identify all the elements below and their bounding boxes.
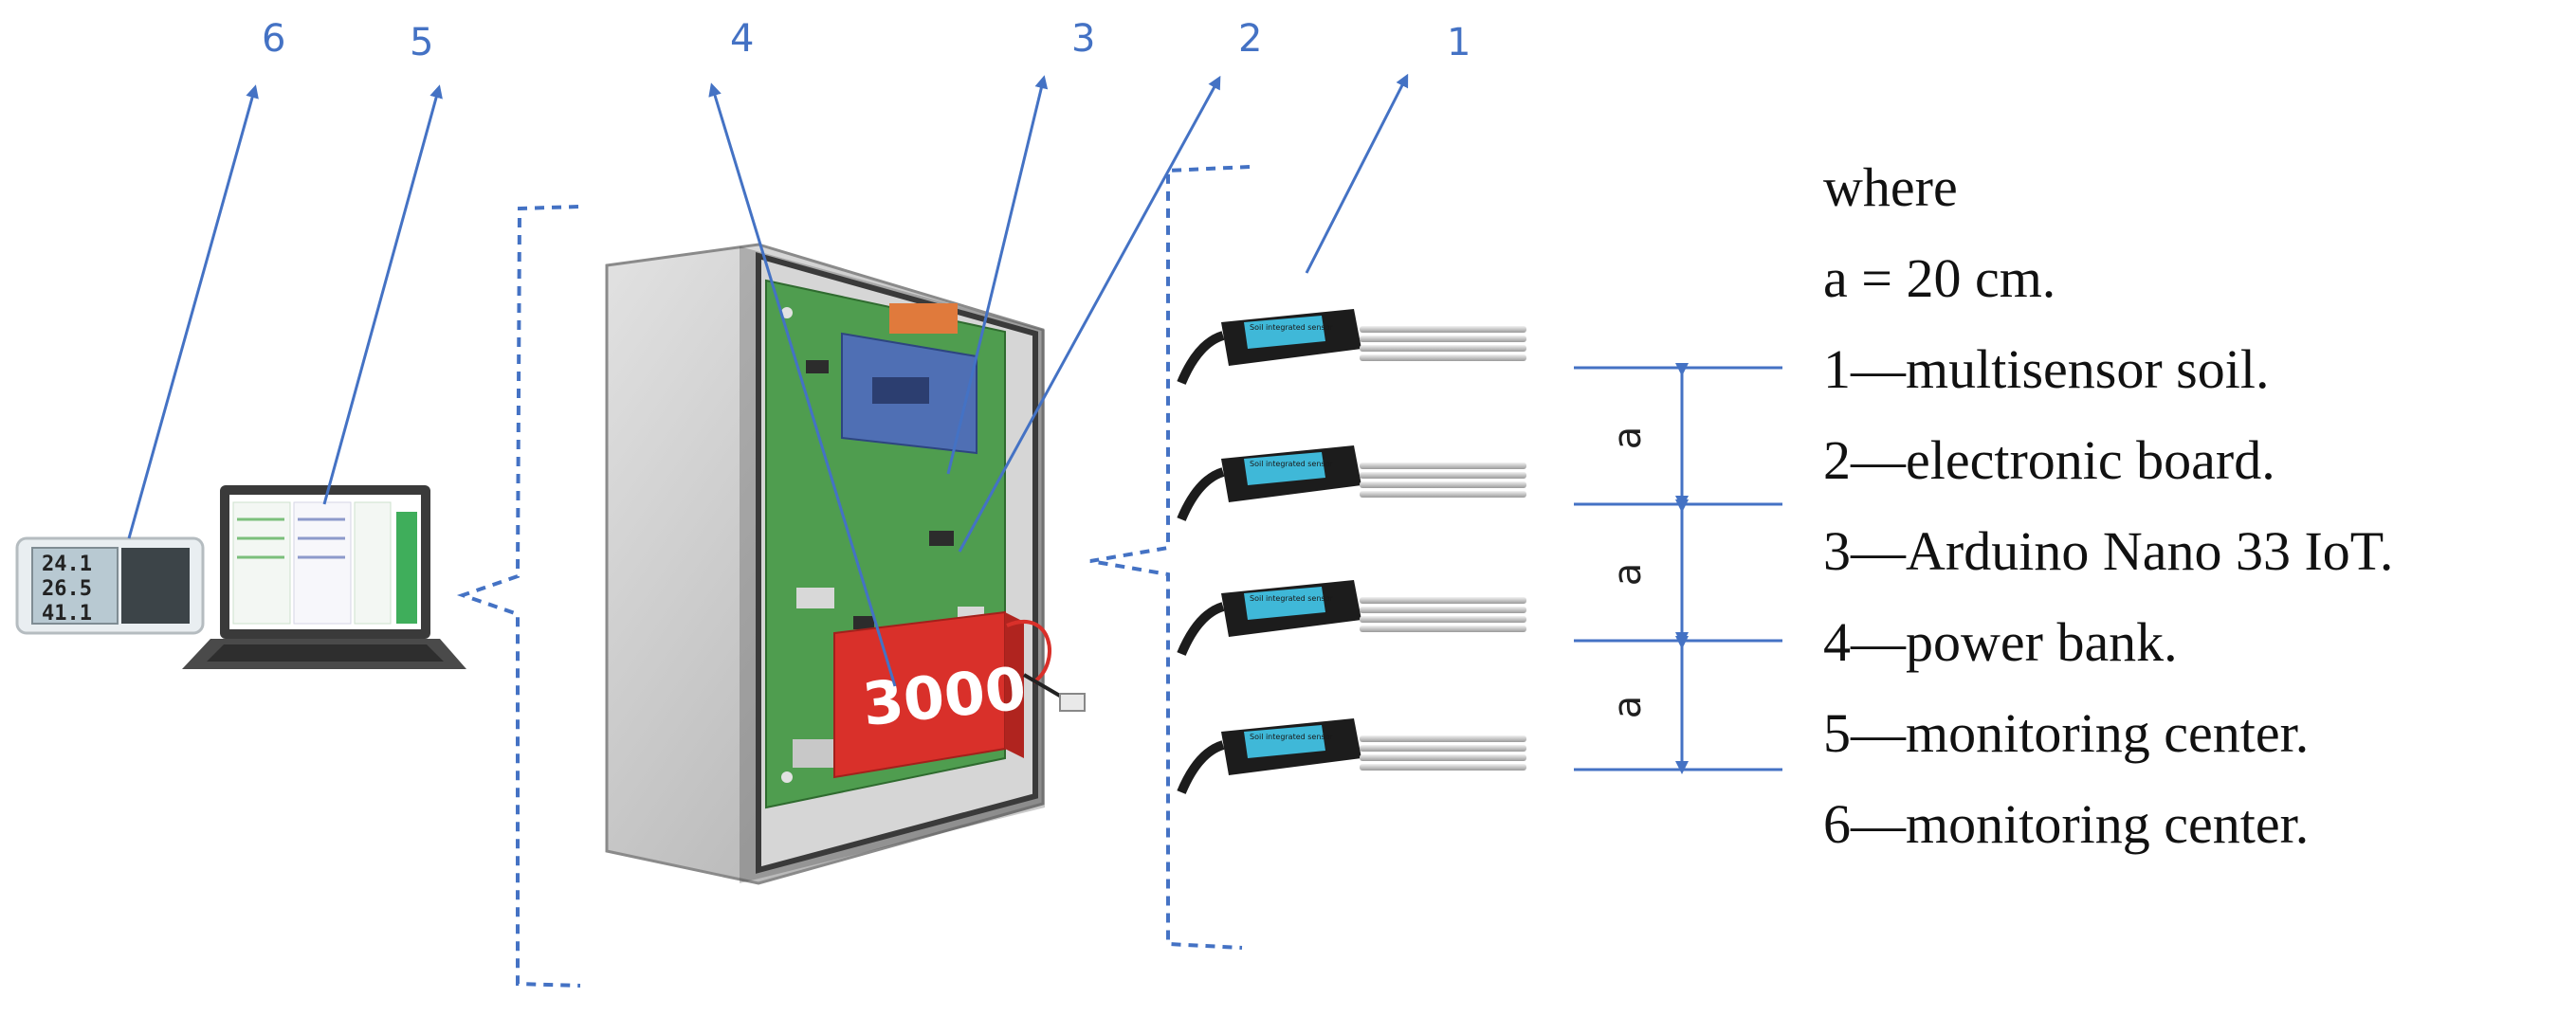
callout-6: 6 (262, 17, 285, 61)
dimension-lines: a a a (1574, 363, 1782, 774)
sensor-title-4: Soil integrated sensor (1250, 733, 1333, 741)
readout-1: 24.1 (42, 553, 92, 576)
readout-2: 26.5 (42, 577, 92, 601)
callout-5: 5 (410, 21, 433, 64)
callout-4: 4 (730, 17, 754, 61)
dimension-label-3: a (1606, 696, 1650, 719)
legend-heading: where (1823, 156, 1958, 218)
legend: where a = 20 cm. 1—multisensor soil. 2—e… (1823, 142, 2563, 870)
sensor-title-1: Soil integrated sensor (1250, 323, 1333, 332)
dimension-label-2: a (1606, 563, 1650, 587)
multisensor-soil-1: Soil integrated sensor (1177, 309, 1526, 385)
legend-item-5: 5—monitoring center. (1823, 702, 2310, 764)
multisensor-soil-3: Soil integrated sensor (1177, 580, 1526, 656)
callout-3: 3 (1071, 17, 1095, 61)
monitoring-device-6: 24.1 26.5 41.1 (15, 536, 205, 635)
sensor-title-2: Soil integrated sensor (1250, 460, 1333, 468)
callout-1: 1 (1447, 21, 1471, 64)
legend-item-6: 6—monitoring center. (1823, 793, 2310, 855)
legend-item-a: a = 20 cm. (1823, 247, 2056, 309)
legend-item-1: 1—multisensor soil. (1823, 338, 2270, 400)
sensor-title-3: Soil integrated sensor (1250, 594, 1333, 603)
arduino-nano-33-iot (841, 303, 977, 455)
battery-label: 3000 (859, 653, 1029, 739)
legend-item-3: 3—Arduino Nano 33 IoT. (1823, 520, 2394, 582)
multisensor-soil-2: Soil integrated sensor (1177, 445, 1526, 521)
callout-arrows (127, 73, 1409, 687)
laptop-monitoring-center-5 (182, 485, 466, 669)
legend-item-2: 2—electronic board. (1823, 429, 2275, 491)
power-bank: 3000 (833, 610, 1086, 779)
dimension-label-1: a (1606, 426, 1650, 450)
multisensor-soil-4: Soil integrated sensor (1177, 718, 1526, 794)
legend-item-4: 4—power bank. (1823, 611, 2178, 673)
callout-2: 2 (1238, 17, 1262, 61)
left-brace (456, 205, 581, 988)
readout-3: 41.1 (42, 602, 92, 626)
right-brace (1089, 165, 1251, 950)
